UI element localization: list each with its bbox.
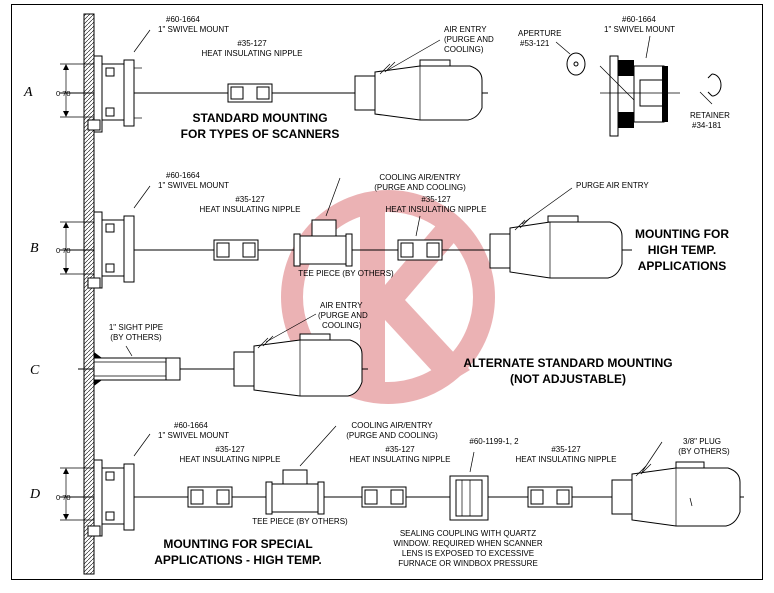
drawing-frame bbox=[11, 4, 763, 580]
row-letter-c: C bbox=[30, 363, 40, 378]
row-letter-d: D bbox=[29, 487, 40, 502]
a-nipple-part: #35-127 bbox=[237, 39, 267, 48]
row-letter-b: B bbox=[30, 241, 39, 256]
b-cooling-line2: (PURGE AND COOLING) bbox=[374, 183, 466, 192]
a-caption-line2: FOR TYPES OF SCANNERS bbox=[181, 127, 340, 141]
b-swivel-name: 1" SWIVEL MOUNT bbox=[158, 181, 229, 190]
a-caption-line1: STANDARD MOUNTING bbox=[192, 111, 327, 125]
retainer-name: RETAINER bbox=[690, 111, 730, 120]
a-air-line3: COOLING) bbox=[444, 45, 484, 54]
d-sealing-line1: SEALING COUPLING WITH QUARTZ bbox=[400, 529, 536, 538]
d-caption-line2: APPLICATIONS - HIGH TEMP. bbox=[154, 553, 322, 567]
c-pipe-line2: (BY OTHERS) bbox=[110, 333, 162, 342]
c-pipe-line1: 1" SIGHT PIPE bbox=[109, 323, 163, 332]
b-nipple1-part: #35-127 bbox=[235, 195, 265, 204]
d-tee-label: TEE PIECE (BY OTHERS) bbox=[252, 517, 348, 526]
d-swivel-part: #60-1664 bbox=[174, 421, 208, 430]
b-caption-line3: APPLICATIONS bbox=[638, 259, 726, 273]
b-tee-label: TEE PIECE (BY OTHERS) bbox=[298, 269, 394, 278]
d-cooling-line2: (PURGE AND COOLING) bbox=[346, 431, 438, 440]
c-caption-line2: (NOT ADJUSTABLE) bbox=[510, 372, 626, 386]
b-caption-line1: MOUNTING FOR bbox=[635, 227, 729, 241]
b-nipple2-name: HEAT INSULATING NIPPLE bbox=[386, 205, 487, 214]
row-a bbox=[60, 29, 722, 137]
d-nipple2-part: #35-127 bbox=[385, 445, 415, 454]
d-plug-line2: (BY OTHERS) bbox=[678, 447, 730, 456]
c-air-line3: COOLING) bbox=[322, 321, 362, 330]
aperture-part: #53-121 bbox=[520, 39, 550, 48]
d-sealing-line3: LENS IS EXPOSED TO EXCESSIVE bbox=[402, 549, 534, 558]
b-nipple1-name: HEAT INSULATING NIPPLE bbox=[200, 205, 301, 214]
detail-swivel-part: #60-1664 bbox=[622, 15, 656, 24]
d-coupling-part: #60-1199-1, 2 bbox=[469, 437, 519, 446]
a-nipple-name: HEAT INSULATING NIPPLE bbox=[202, 49, 303, 58]
retainer-part: #34-181 bbox=[692, 121, 722, 130]
c-air-line2: (PURGE AND bbox=[318, 311, 368, 320]
b-caption-line2: HIGH TEMP. bbox=[648, 243, 716, 257]
d-nipple1-part: #35-127 bbox=[215, 445, 245, 454]
dim-label-a: 0 70 bbox=[56, 89, 71, 98]
row-d bbox=[60, 425, 744, 537]
d-sealing-line2: WINDOW. REQUIRED WHEN SCANNER bbox=[393, 539, 543, 548]
a-swivel-part: #60-1664 bbox=[166, 15, 200, 24]
d-nipple2-name: HEAT INSULATING NIPPLE bbox=[350, 455, 451, 464]
detail-swivel-name: 1" SWIVEL MOUNT bbox=[604, 25, 675, 34]
d-nipple3-name: HEAT INSULATING NIPPLE bbox=[516, 455, 617, 464]
d-sealing-line4: FURNACE OR WINDBOX PRESSURE bbox=[398, 559, 538, 568]
d-nipple3-part: #35-127 bbox=[551, 445, 581, 454]
aperture-name: APERTURE bbox=[518, 29, 561, 38]
d-plug-line1: 3/8" PLUG bbox=[683, 437, 721, 446]
b-swivel-part: #60-1664 bbox=[166, 171, 200, 180]
c-caption-line1: ALTERNATE STANDARD MOUNTING bbox=[463, 356, 672, 370]
a-swivel-name: 1" SWIVEL MOUNT bbox=[158, 25, 229, 34]
c-air-line1: AIR ENTRY bbox=[320, 301, 363, 310]
b-purge-label: PURGE AIR ENTRY bbox=[576, 181, 649, 190]
dim-label-b: 0 70 bbox=[56, 246, 71, 255]
row-b bbox=[60, 177, 632, 289]
a-air-line1: AIR ENTRY bbox=[444, 25, 487, 34]
row-letter-a: A bbox=[23, 85, 33, 100]
b-cooling-line1: COOLING AIR/ENTRY bbox=[379, 173, 461, 182]
row-c bbox=[78, 313, 368, 397]
d-caption-line1: MOUNTING FOR SPECIAL bbox=[163, 537, 312, 551]
d-nipple1-name: HEAT INSULATING NIPPLE bbox=[180, 455, 281, 464]
dim-label-d: 0 70 bbox=[56, 493, 71, 502]
furnace-wall bbox=[83, 13, 95, 575]
d-cooling-line1: COOLING AIR/ENTRY bbox=[351, 421, 433, 430]
b-nipple2-part: #35-127 bbox=[421, 195, 451, 204]
a-air-line2: (PURGE AND bbox=[444, 35, 494, 44]
d-swivel-name: 1" SWIVEL MOUNT bbox=[158, 431, 229, 440]
